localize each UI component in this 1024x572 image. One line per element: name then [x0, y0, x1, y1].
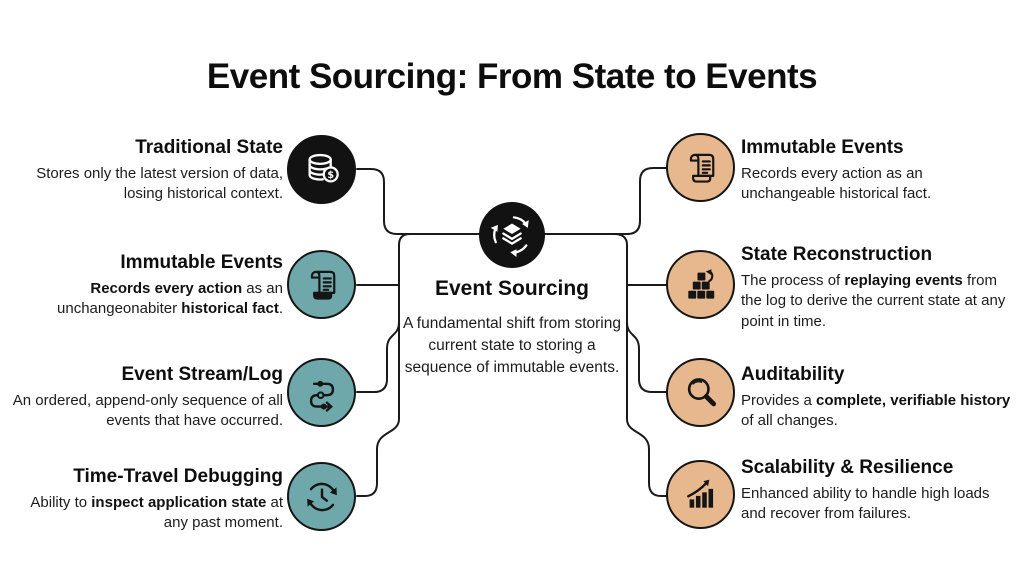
item-immutable-events-left: Immutable Events Records every action as…: [6, 252, 283, 320]
item-heading: Immutable Events: [741, 137, 904, 158]
event-sourcing-hub-circle: [479, 202, 545, 268]
magnifier-icon: [687, 377, 716, 406]
scalability-circle: [666, 460, 735, 529]
immutable-events-right-circle: [666, 133, 735, 202]
traditional-state-circle: $: [287, 135, 356, 204]
immutable-events-left-circle: [287, 250, 356, 319]
item-heading: Time-Travel Debugging: [73, 466, 283, 487]
item-body: An ordered, append-only sequence of all …: [12, 392, 283, 430]
item-scalability: Scalability & Resilience Enhanced abilit…: [741, 457, 1015, 525]
item-body: Stores only the latest version of data, …: [36, 165, 283, 203]
item-heading: Event Stream/Log: [121, 364, 283, 385]
connector-right-3: [626, 321, 667, 393]
item-body: Provides a complete, verifiable history …: [741, 392, 1011, 430]
center-body: A fundamental shift from storing current…: [403, 315, 621, 376]
scroll-icon: [310, 270, 335, 300]
item-body: Records every action as an unchangeonabi…: [57, 280, 283, 318]
center-heading: Event Sourcing: [434, 277, 590, 300]
event-stream-icon: [309, 380, 334, 412]
page-title: Event Sourcing: From State to Events: [206, 57, 818, 97]
scroll-icon: [689, 153, 714, 183]
time-travel-circle: [287, 462, 356, 531]
growth-chart-icon: [686, 479, 713, 508]
item-heading: Traditional State: [135, 137, 283, 158]
database-coin-icon: $: [307, 153, 339, 183]
item-body: Records every action as an unchangeable …: [741, 165, 932, 203]
connector-right-edge: [613, 233, 667, 497]
blocks-replay-icon: [687, 268, 714, 299]
item-heading: State Reconstruction: [741, 244, 933, 265]
item-traditional-state: Traditional State Stores only the latest…: [6, 137, 283, 205]
item-time-travel: Time-Travel Debugging Ability to inspect…: [6, 466, 283, 534]
auditability-circle: [666, 358, 735, 427]
center-node: Event Sourcing A fundamental shift from …: [399, 277, 625, 379]
item-state-reconstruction: State Reconstruction The process of repl…: [741, 244, 1015, 332]
svg-text:$: $: [327, 169, 334, 180]
state-reconstruction-circle: [666, 250, 735, 319]
item-heading: Immutable Events: [120, 252, 283, 273]
item-event-stream: Event Stream/Log An ordered, append-only…: [6, 364, 283, 432]
item-heading: Auditability: [741, 364, 845, 385]
item-body: Ability to inspect application state at …: [30, 494, 283, 532]
item-body: The process of replaying events from the…: [741, 272, 1006, 330]
item-auditability: Auditability Provides a complete, verifi…: [741, 364, 1015, 432]
item-heading: Scalability & Resilience: [741, 457, 954, 478]
item-immutable-events-right: Immutable Events Records every action as…: [741, 137, 1015, 205]
item-body: Enhanced ability to handle high loads an…: [741, 485, 990, 523]
connector-left-edge: [356, 233, 411, 497]
connector-left-3: [356, 321, 400, 393]
sync-layers-icon: [490, 216, 529, 257]
time-travel-icon: [306, 482, 337, 511]
event-stream-circle: [287, 358, 356, 427]
